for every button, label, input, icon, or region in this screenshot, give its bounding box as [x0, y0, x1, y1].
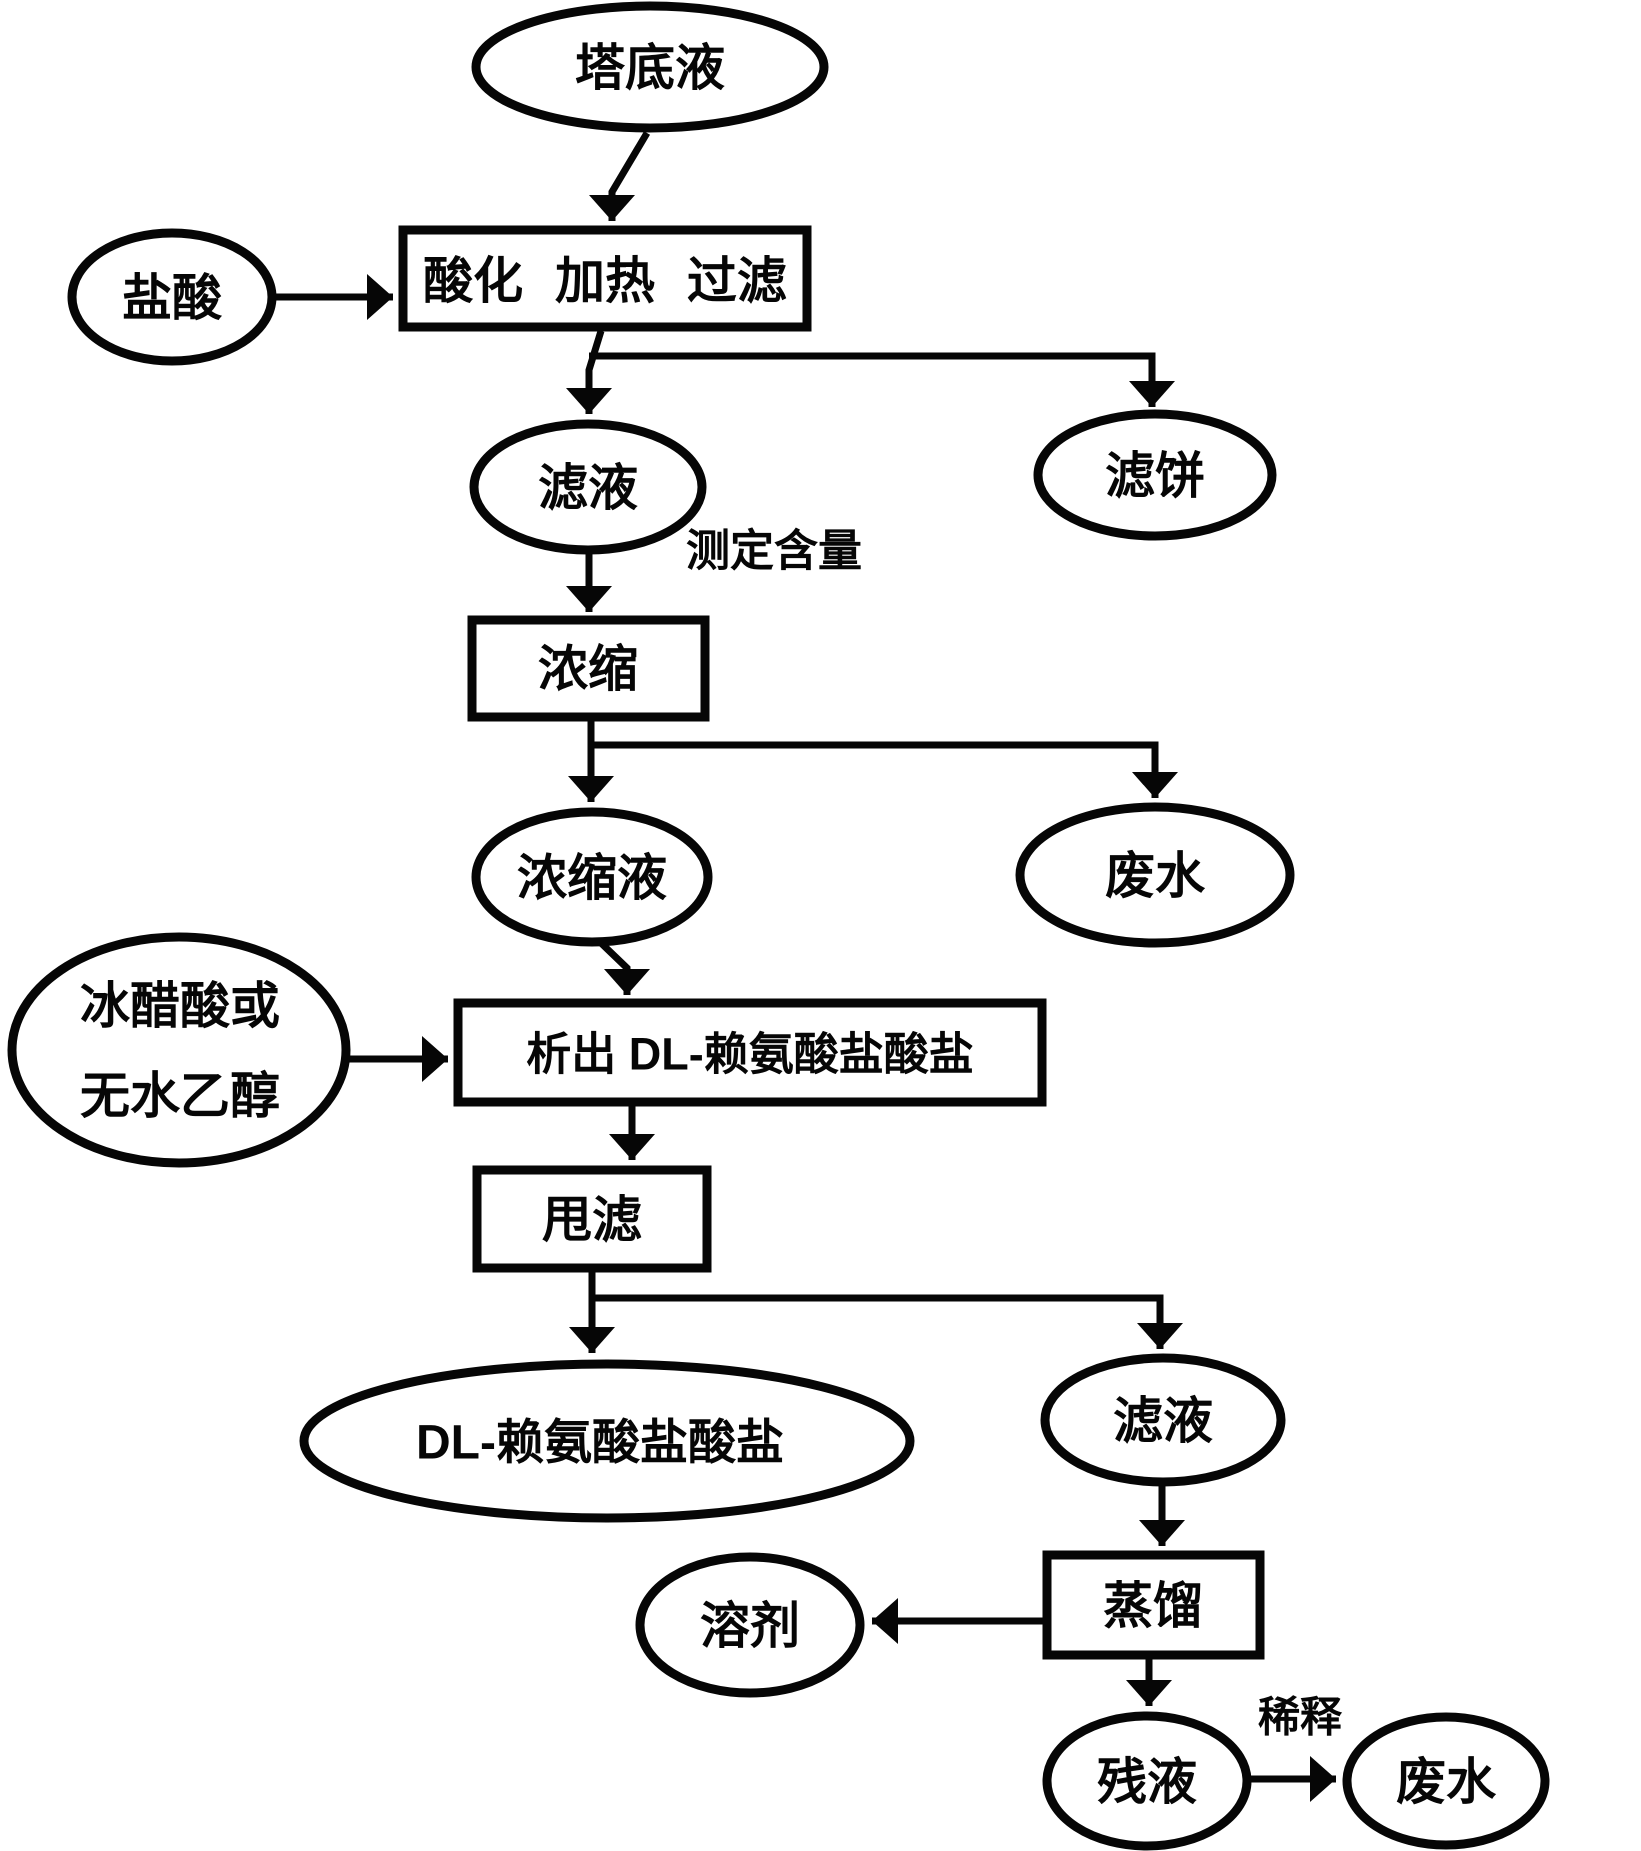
distill-label: 蒸馏 — [1103, 1578, 1203, 1634]
tower-bottom-ellipse — [471, 1, 829, 133]
node-wastewater-2: 废水 — [1342, 1712, 1550, 1850]
concentrate-rect — [467, 615, 710, 722]
node-filtrate-2: 滤液 — [1040, 1353, 1286, 1487]
edge-concentrate-to-wastewater1 — [591, 741, 1178, 798]
residual-liquid-ellipse — [1042, 1711, 1252, 1851]
dl-lysine-hcl-ellipse — [299, 1359, 915, 1523]
edges — [276, 131, 1336, 1802]
edge-towerbottom-to-acidify — [589, 131, 651, 221]
distill-rect — [1042, 1550, 1265, 1660]
node-residual-liquid: 残液 — [1042, 1711, 1252, 1851]
node-precipitate: 析出 DL-赖氨酸盐酸盐 — [453, 998, 1047, 1107]
filtrate-1-label: 滤液 — [538, 460, 638, 516]
acidify-heat-filter-label: 酸化 加热 过滤 — [423, 253, 787, 309]
edge-label-measure-content: 测定含量 — [686, 527, 862, 576]
concentrated-liquid-ellipse — [471, 807, 713, 947]
solvent-feed-ellipse — [7, 932, 351, 1168]
edge-acidify-to-filtrate1 — [566, 329, 612, 414]
solvent-label: 溶剂 — [700, 1598, 800, 1654]
wastewater-2-label: 废水 — [1396, 1754, 1497, 1810]
edge-concliquid-to-precipitate — [598, 940, 650, 995]
filter-cake-ellipse — [1033, 409, 1277, 541]
edge-acidify-to-filtercake — [589, 352, 1175, 407]
node-acidify-heat-filter: 酸化 加热 过滤 — [398, 225, 812, 332]
acidify-heat-filter-rect — [398, 225, 812, 332]
wastewater-2-ellipse — [1342, 1712, 1550, 1850]
node-hydrochloric-acid: 盐酸 — [67, 228, 277, 366]
node-filter-cake: 滤饼 — [1033, 409, 1277, 541]
node-solvent-feed: 冰醋酸或 无水乙醇 — [7, 932, 351, 1168]
spin-filter-rect — [472, 1165, 712, 1273]
edge-spinfilter-to-filtrate2 — [592, 1294, 1183, 1349]
solvent-ellipse — [635, 1552, 865, 1698]
node-distill: 蒸馏 — [1042, 1550, 1265, 1660]
dl-lysine-hcl-label: DL-赖氨酸盐酸盐 — [416, 1417, 784, 1470]
spin-filter-label: 甩滤 — [542, 1192, 642, 1248]
node-solvent: 溶剂 — [635, 1552, 865, 1698]
tower-bottom-label: 塔底液 — [575, 40, 725, 96]
concentrated-liquid-label: 浓缩液 — [517, 850, 667, 906]
solvent-feed-label-line2: 无水乙醇 — [80, 1068, 280, 1124]
hydrochloric-acid-label: 盐酸 — [122, 270, 223, 326]
solvent-feed-label-line1: 冰醋酸或 — [80, 978, 280, 1034]
concentrate-label: 浓缩 — [538, 641, 638, 697]
node-dl-lysine-hcl: DL-赖氨酸盐酸盐 — [299, 1359, 915, 1523]
filtrate-2-label: 滤液 — [1113, 1393, 1213, 1449]
hydrochloric-acid-ellipse — [67, 228, 277, 366]
filter-cake-label: 滤饼 — [1105, 448, 1205, 504]
filtrate-1-ellipse — [469, 419, 707, 555]
node-concentrate: 浓缩 — [467, 615, 710, 722]
node-concentrated-liquid: 浓缩液 — [471, 807, 713, 947]
node-wastewater-1: 废水 — [1015, 802, 1295, 948]
filtrate-2-ellipse — [1040, 1353, 1286, 1487]
node-tower-bottom-liquid: 塔底液 — [471, 1, 829, 133]
edge-label-dilute: 稀释 — [1258, 1694, 1343, 1741]
wastewater-1-label: 废水 — [1105, 848, 1206, 904]
wastewater-1-ellipse — [1015, 802, 1295, 948]
precipitate-rect — [453, 998, 1047, 1107]
node-filtrate-1: 滤液 — [469, 419, 707, 555]
precipitate-label: 析出 DL-赖氨酸盐酸盐 — [526, 1029, 973, 1080]
node-spin-filter: 甩滤 — [472, 1165, 712, 1273]
residual-liquid-label: 残液 — [1097, 1754, 1197, 1810]
